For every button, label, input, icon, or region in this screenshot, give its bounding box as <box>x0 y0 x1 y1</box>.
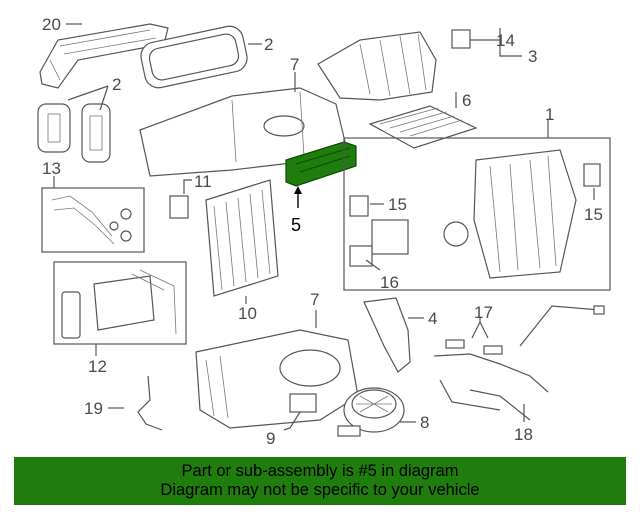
info-banner: Part or sub-assembly is #5 in diagram Di… <box>14 457 626 505</box>
callout-13: 13 <box>42 159 61 178</box>
part-7-lower-case <box>195 329 359 429</box>
part-12-heater-core <box>61 269 177 339</box>
part-1-heater-housing <box>349 149 601 279</box>
callout-2-top: 2 <box>264 35 273 54</box>
assembly-12-box <box>53 261 187 345</box>
part-8-blower <box>337 387 405 437</box>
callout-5: 5 <box>291 215 301 235</box>
part-11 <box>169 195 189 219</box>
part-6-filter <box>368 105 478 149</box>
callout-15-right: 15 <box>584 205 603 224</box>
part-4-duct <box>363 297 411 373</box>
banner-line-1: Part or sub-assembly is #5 in diagram <box>181 462 459 480</box>
callout-2-left: 2 <box>112 75 121 94</box>
assembly-1-box <box>343 137 611 291</box>
callout-19: 19 <box>84 399 103 418</box>
callout-7-top: 7 <box>290 55 299 74</box>
part-2-seal-top <box>140 25 248 89</box>
part-18-harness <box>433 305 605 421</box>
callout-3: 3 <box>528 47 537 66</box>
callout-7-bottom: 7 <box>310 290 319 309</box>
callout-10: 10 <box>238 304 257 323</box>
callout-15-left: 15 <box>388 195 407 214</box>
part-19-hose <box>137 375 163 431</box>
callout-18: 18 <box>514 425 533 444</box>
callout-1: 1 <box>545 105 554 124</box>
part-7-upper-case <box>139 87 347 177</box>
callout-11: 11 <box>194 172 212 191</box>
part-2-seals-left <box>37 103 111 163</box>
callout-16: 16 <box>380 273 399 292</box>
callout-14: 14 <box>496 31 515 50</box>
assembly-13-box <box>41 187 145 253</box>
callout-12: 12 <box>88 357 107 376</box>
part-3-housing-top <box>317 31 437 101</box>
callout-17: 17 <box>474 303 493 322</box>
banner-line-2: Diagram may not be specific to your vehi… <box>160 481 480 499</box>
part-9-resistor <box>289 393 317 413</box>
parts-diagram: 20 2 2 7 5 14 3 6 <box>37 15 611 448</box>
callout-4: 4 <box>428 309 437 328</box>
part-13-pipes <box>51 195 132 245</box>
callout-9: 9 <box>266 429 275 448</box>
callout-6: 6 <box>462 91 471 110</box>
part-10-core <box>205 179 279 297</box>
callout-20: 20 <box>42 15 61 34</box>
callout-8: 8 <box>420 413 429 432</box>
